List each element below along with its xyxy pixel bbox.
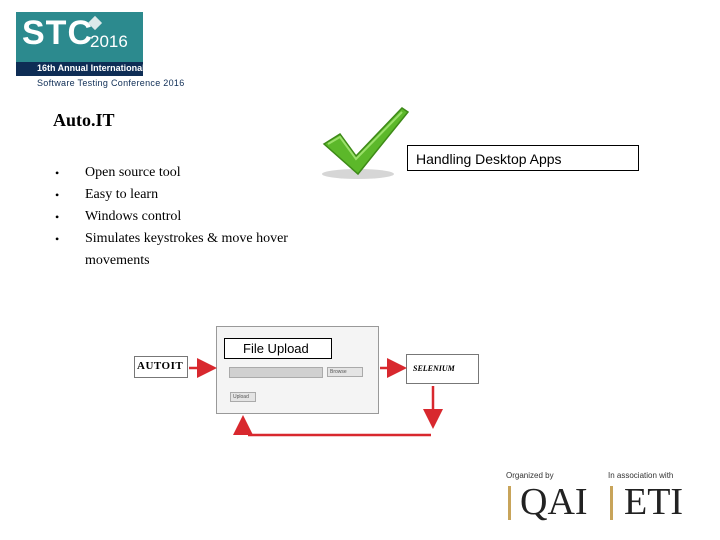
file-upload-label: File Upload	[224, 338, 332, 359]
bullet-icon: •	[55, 232, 60, 246]
divider-bar	[508, 486, 511, 520]
upload-button[interactable]: Upload	[230, 392, 256, 402]
bullet-item: • Simulates keystrokes & move hover movem…	[55, 228, 335, 272]
checkmark-icon	[322, 107, 410, 179]
organized-by-label: Organized by	[506, 471, 554, 480]
logo-year: 2016	[90, 32, 128, 51]
in-association-label: In association with	[608, 471, 674, 480]
bullet-item: • Open source tool	[55, 162, 335, 184]
bullet-icon: •	[55, 210, 60, 224]
logo-line2: Software Testing Conference 2016	[37, 78, 185, 88]
slide-title: Auto.IT	[53, 110, 115, 130]
logo-background	[16, 12, 143, 62]
bullet-item: • Windows control	[55, 206, 335, 228]
bullet-text: Simulates keystrokes & move hover moveme…	[85, 231, 288, 268]
logo-band	[16, 62, 143, 76]
browse-button[interactable]: Browse	[327, 367, 363, 377]
handling-desktop-apps-callout: Handling Desktop Apps	[407, 145, 639, 171]
logo-brand: STC	[22, 14, 93, 52]
autoit-box: AUTOIT	[134, 356, 188, 378]
file-path-field[interactable]	[229, 367, 323, 378]
bullet-item: • Easy to learn	[55, 184, 335, 206]
eti-logo: ETI	[624, 481, 684, 523]
bullet-icon: •	[55, 166, 60, 180]
bullet-icon: •	[55, 188, 60, 202]
qai-logo: QAI	[520, 481, 588, 523]
logo-line1: 16th Annual International	[37, 63, 145, 73]
selenium-box: SELENIUM	[406, 354, 479, 384]
bullet-text: Windows control	[85, 209, 182, 224]
bullet-text: Easy to learn	[85, 187, 159, 202]
bullet-text: Open source tool	[85, 165, 181, 180]
stc-logo: STC 2016 16th Annual International Softw…	[16, 12, 202, 88]
bullet-list: • Open source tool • Easy to learn • Window…	[55, 162, 335, 272]
divider-bar	[610, 486, 613, 520]
